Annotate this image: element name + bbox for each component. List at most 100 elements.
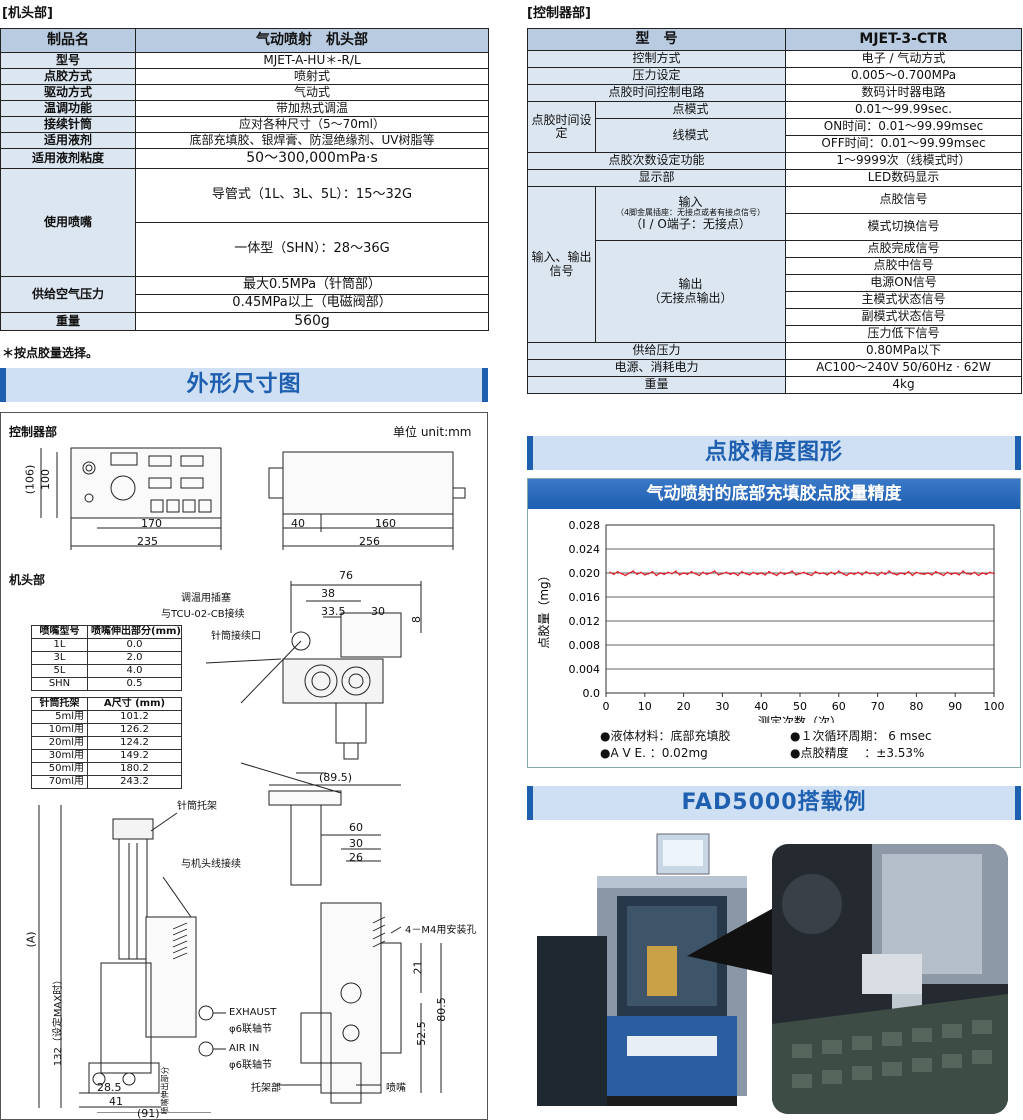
callout-air-in: AIR IN — [229, 1043, 260, 1054]
dimension-banner: 外形尺寸图 — [0, 368, 488, 402]
data-point — [896, 573, 898, 576]
dim-label: 41 — [109, 1095, 123, 1108]
data-point — [810, 574, 813, 577]
controller-drawing — [40, 447, 466, 550]
dim-label: 38 — [321, 587, 335, 600]
dim-height: 132（设定MAX时） — [53, 974, 65, 1067]
data-point — [934, 570, 937, 573]
air-pressure-valve: 0.45MPa以上（电磁阀部） — [135, 294, 489, 313]
output-note: （无接点输出） — [648, 290, 733, 305]
output-signal: 点胶完成信号 — [785, 240, 1022, 258]
data-point — [799, 572, 801, 575]
air-pressure-label: 供给空气压力 — [0, 276, 136, 313]
data-point — [752, 571, 755, 574]
dim-label: 60 — [349, 821, 363, 834]
y-tick-label: 0.028 — [569, 519, 601, 532]
spec-label: 供给压力 — [527, 342, 786, 360]
dim-label: (106) — [23, 464, 37, 495]
data-point — [733, 572, 735, 574]
data-point — [903, 573, 906, 576]
input-signal: 点胶信号 — [785, 186, 1022, 214]
machine-photo — [537, 826, 777, 1114]
head-header-value: 气动喷射 机头部 — [135, 28, 489, 53]
data-point — [717, 573, 720, 576]
spec-label: 显示部 — [527, 169, 786, 187]
legend-ave: ●A V E. ：0.02mg — [600, 746, 708, 760]
data-point — [849, 572, 852, 574]
output-signal: 电源ON信号 — [785, 274, 1022, 292]
data-point — [779, 571, 782, 574]
data-point — [973, 571, 976, 574]
controller-section-label: [控制器部] — [527, 6, 591, 21]
data-point — [686, 573, 689, 576]
data-point — [760, 572, 763, 574]
line-on-value: ON时间：0.01～99.99msec — [785, 118, 1022, 136]
head-section-label: [机头部] — [2, 6, 53, 21]
nozzle-value-integral: 一体型（SHN）：28～36G — [135, 222, 489, 277]
data-point — [628, 572, 631, 574]
accuracy-banner: 点胶精度图形 — [527, 436, 1021, 470]
y-tick-label: 0.0 — [583, 687, 601, 700]
data-point — [822, 572, 825, 574]
callout-exhaust: EXHAUST — [229, 1007, 277, 1018]
data-point — [783, 573, 786, 576]
spec-value: 4kg — [785, 376, 1022, 394]
dim-a: (A) — [24, 931, 38, 948]
y-tick-label: 0.020 — [569, 567, 601, 580]
dim-label: 40 — [291, 517, 305, 530]
dim-label: (91) — [137, 1107, 160, 1120]
spec-label: 型号 — [0, 52, 136, 69]
data-point — [674, 570, 677, 573]
x-axis-label: 测定次数（次） — [758, 714, 842, 723]
data-point — [931, 573, 933, 576]
data-point — [740, 570, 743, 573]
spec-label: 接续针筒 — [0, 116, 136, 133]
callout-holder: 针筒托架 — [177, 801, 217, 812]
data-point — [764, 573, 766, 576]
data-point — [709, 572, 712, 574]
data-point — [795, 573, 797, 576]
data-point — [682, 572, 685, 574]
legend-material: ●液体材料：底部充填胶 — [600, 729, 731, 743]
x-tick-label: 10 — [638, 700, 652, 713]
data-point — [880, 571, 883, 574]
data-point — [671, 572, 673, 575]
callout-cable: 与机头线接续 — [181, 859, 241, 870]
data-point — [698, 574, 700, 577]
data-point — [981, 572, 984, 574]
data-point — [965, 572, 968, 575]
spec-value: AC100～240V 50/60Hz · 62W — [785, 359, 1022, 377]
head-header-label: 制品名 — [0, 28, 136, 53]
data-point — [818, 572, 821, 575]
callout-exhaust-fitting: φ6联轴节 — [229, 1024, 272, 1035]
data-point — [907, 570, 910, 573]
table-cell: 70ml用 — [31, 775, 88, 789]
x-tick-label: 50 — [793, 700, 807, 713]
weight-label: 重量 — [0, 312, 136, 331]
spec-value: 数码计时器电路 — [785, 84, 1022, 102]
unit-label: 单位 unit:mm — [393, 425, 472, 439]
spec-value: 50～300,000mPa·s — [135, 148, 489, 169]
dim-label: 256 — [359, 535, 380, 548]
io-label: 输入、输出信号 — [527, 186, 596, 343]
input-signal: 模式切换信号 — [785, 213, 1022, 241]
spec-label: 驱动方式 — [0, 84, 136, 101]
data-point — [861, 573, 863, 576]
x-tick-label: 60 — [832, 700, 846, 713]
data-point — [678, 573, 681, 576]
time-setting-label: 点胶时间设定 — [527, 101, 596, 153]
spec-label: 点胶时间控制电路 — [527, 84, 786, 102]
closeup-photo — [772, 844, 1008, 1114]
dim-label: 76 — [339, 569, 353, 582]
data-point — [927, 572, 929, 574]
x-tick-label: 70 — [871, 700, 885, 713]
data-point — [830, 571, 832, 574]
x-tick-label: 100 — [984, 700, 1005, 713]
data-point — [791, 570, 794, 573]
y-tick-label: 0.012 — [569, 615, 601, 628]
data-point — [826, 573, 829, 576]
